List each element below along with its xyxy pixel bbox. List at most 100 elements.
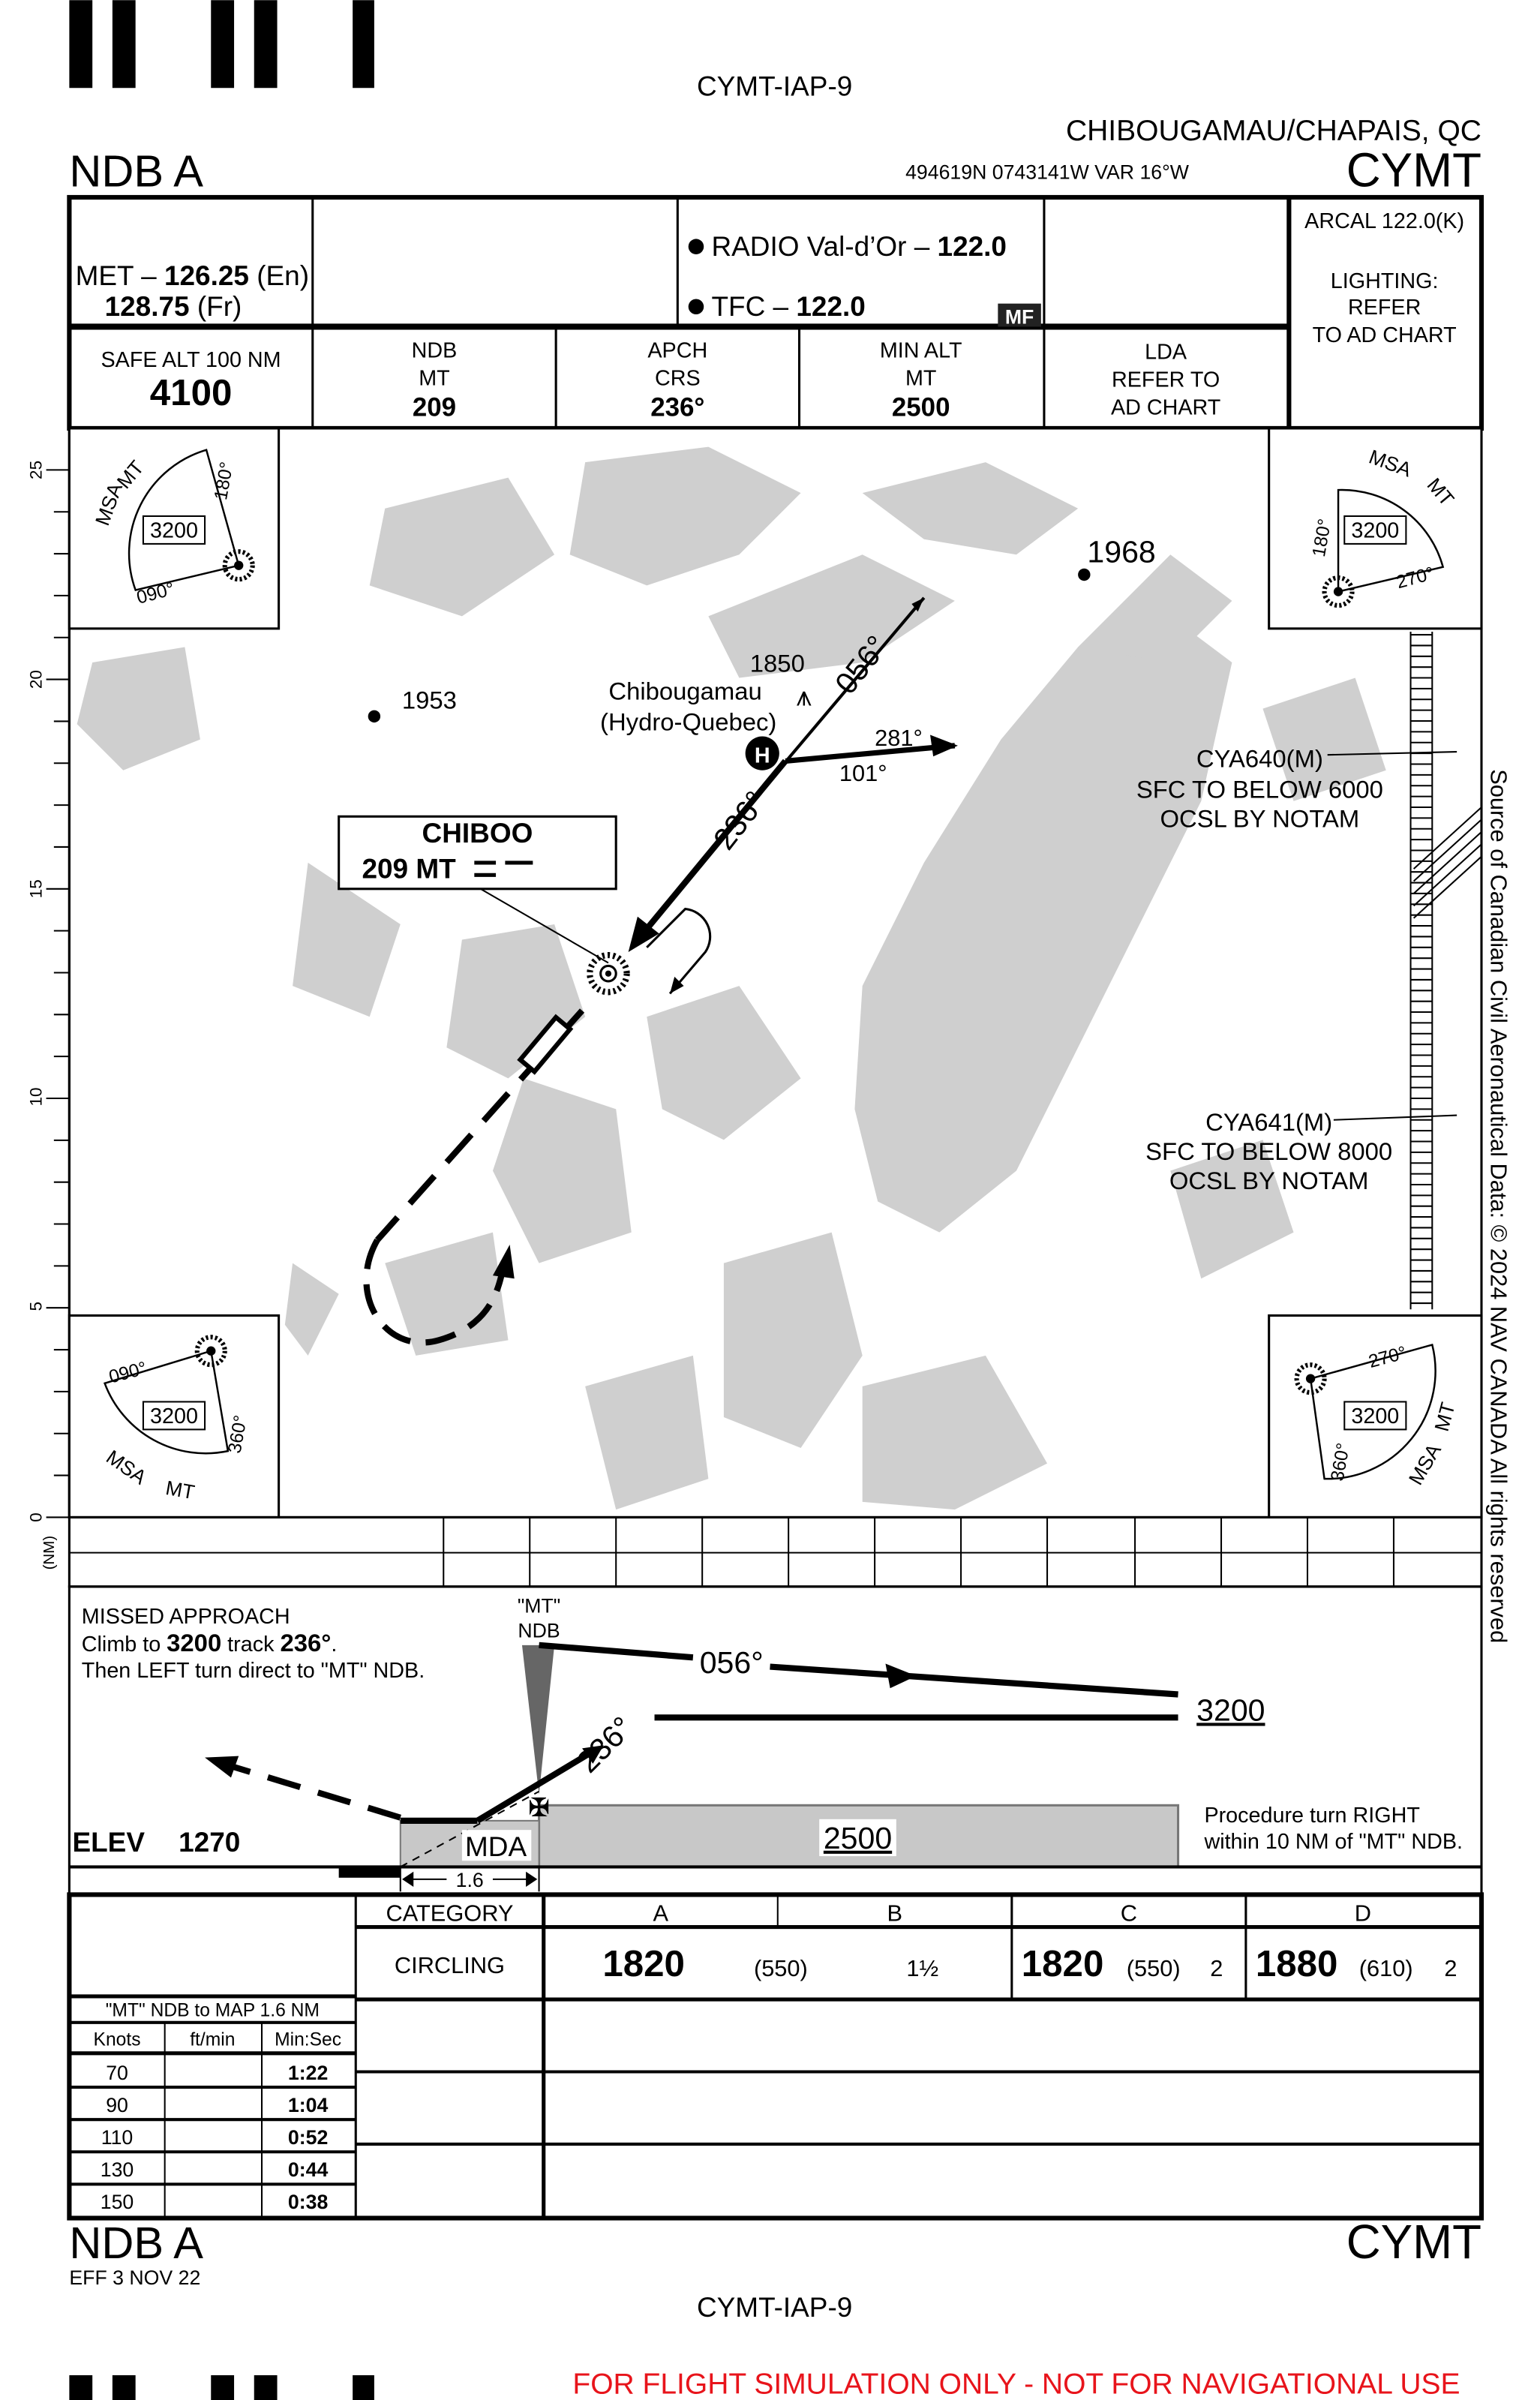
heliport-owner: (Hydro-Quebec) [600, 707, 776, 735]
fix-cross-icon: ✠ [529, 1794, 550, 1822]
scale-25: 25 [26, 461, 45, 479]
heliport-name: Chibougamau [608, 677, 761, 704]
met-frequency: MET – 126.25 (En) [76, 260, 309, 291]
morse-code-icon [474, 861, 533, 877]
spot-height-dot [1078, 568, 1091, 581]
ndb-label-2: MT [419, 366, 450, 390]
procedure-title: NDB A [69, 146, 203, 197]
distance-map: 1.6 [456, 1869, 484, 1891]
spot-height-dot [368, 710, 381, 723]
plan-view: 25 20 15 10 5 0 (NM) 3200 MSA MT 180° 09… [26, 427, 1483, 1569]
ab-hat: (550) [754, 1955, 808, 1981]
profile-view: MISSED APPROACH Climb to 3200 track 236°… [68, 1585, 1483, 1896]
runway-threshold [338, 1867, 401, 1878]
profile-distance-strip [68, 1515, 1483, 1588]
c-altitude: 1820 [1022, 1943, 1104, 1984]
lda-1: LDA [1145, 341, 1187, 365]
mf-badge-label: MF [1005, 305, 1034, 328]
timing-knots: 130 [101, 2158, 134, 2181]
heliport-icon [745, 736, 779, 770]
profile-track-056: 056° [700, 1645, 764, 1680]
msa-altitude: 3200 [1351, 1404, 1399, 1428]
circling-label: CIRCLING [395, 1952, 505, 1978]
registration-bars-top [69, 0, 374, 89]
category-b: B [887, 1900, 903, 1926]
copyright: Source of Canadian Civil Aeronautical Da… [1485, 769, 1511, 1643]
footer-procedure: NDB A [69, 2218, 203, 2268]
category-d: D [1355, 1900, 1371, 1926]
spot-height-1953: 1953 [402, 686, 457, 714]
profile-alt-3200: 3200 [1196, 1693, 1265, 1727]
cya640-note: OCSL BY NOTAM [1160, 805, 1359, 833]
cya640-limits: SFC TO BELOW 6000 [1136, 776, 1383, 804]
ab-altitude: 1820 [602, 1943, 685, 1984]
lda-3: AD CHART [1111, 395, 1220, 419]
minalt-label: MIN ALT [880, 339, 962, 363]
ndb-symbol [222, 549, 255, 582]
timing-time: 1:22 [288, 2062, 328, 2084]
chart-id-top: CYMT-IAP-9 [697, 71, 852, 101]
cya641-limits: SFC TO BELOW 8000 [1145, 1137, 1392, 1165]
timing-title: "MT" NDB to MAP 1.6 NM [106, 2001, 320, 2021]
cya640-name: CYA640(M) [1196, 745, 1323, 773]
timing-time: 1:04 [288, 2094, 329, 2116]
mf-badge [998, 303, 1041, 327]
ndb-symbol [587, 951, 630, 996]
msa-ne: 3200 MSA MT 180° 270° [1268, 427, 1483, 630]
scale-20: 20 [26, 670, 45, 689]
ndb-cone [521, 1645, 555, 1795]
procedure-turn-note-1: Procedure turn RIGHT [1204, 1804, 1419, 1828]
lda-2: REFER TO [1112, 368, 1220, 392]
apch-value: 236° [650, 393, 704, 422]
safe-alt-value: 4100 [150, 372, 233, 413]
timing-time: 0:44 [288, 2158, 329, 2181]
msa-nw: 3200 MSA MT 180° 090° [68, 427, 281, 630]
obstacle-1850: 1850 [750, 649, 805, 677]
msa-mt: MT [164, 1476, 197, 1503]
category-a: A [653, 1900, 668, 1926]
scale-10: 10 [26, 1087, 45, 1106]
spot-height-1968: 1968 [1087, 535, 1155, 569]
tfc-frequency: TFC – 122.0 [711, 291, 865, 322]
track-101: 101° [839, 760, 887, 786]
cya641-name: CYA641(M) [1205, 1108, 1332, 1136]
scale-15: 15 [26, 879, 45, 898]
scale-0: 0 [26, 1512, 45, 1522]
radio-icon [688, 239, 704, 254]
procedure-turn-note-2: within 10 NM of "MT" NDB. [1203, 1830, 1463, 1854]
timing-knots: 90 [106, 2094, 128, 2116]
tfc-icon [688, 299, 704, 315]
missed-approach-turn: Then LEFT turn direct to "MT" NDB. [82, 1659, 425, 1683]
airport-ident: CYMT [1346, 144, 1481, 197]
msa-altitude: 3200 [150, 1404, 198, 1428]
cya641-note: OCSL BY NOTAM [1169, 1167, 1369, 1194]
ab-visibility: 1½ [906, 1955, 938, 1981]
timing-time: 0:52 [288, 2126, 328, 2149]
arcal: ARCAL 122.0(K) [1304, 209, 1464, 233]
briefing-strip: MET – 126.25 (En) 128.75 (Fr) RADIO Val-… [67, 194, 1484, 431]
footer-chart-id: CYMT-IAP-9 [697, 2292, 852, 2323]
timing-table: "MT" NDB to MAP 1.6 NM Knots ft/min Min:… [69, 1994, 356, 2218]
mda-label: MDA [465, 1831, 527, 1862]
scale-5: 5 [26, 1302, 45, 1311]
d-visibility: 2 [1444, 1955, 1457, 1981]
msa-altitude: 3200 [1351, 519, 1399, 543]
ndb-label: NDB [412, 339, 458, 363]
minalt-label-2: MT [905, 366, 937, 390]
obstacle-icon: ⩚ [796, 680, 812, 711]
profile-track-236: 236° [570, 1710, 640, 1780]
ndb-profile-2: NDB [518, 1620, 560, 1642]
msa-se: 3200 MSA MT 270° 360° [1268, 1314, 1483, 1518]
timing-knots: 110 [101, 2126, 134, 2149]
profile-min-alt: 2500 [824, 1821, 892, 1855]
safe-alt-label: SAFE ALT 100 NM [101, 348, 281, 372]
lighting-1: LIGHTING: [1331, 269, 1439, 293]
lighting-2: REFER [1348, 296, 1421, 320]
ndb-frequency: 209 MT [362, 853, 456, 884]
timing-time: 0:38 [288, 2191, 329, 2213]
timing-header-fpm: ft/min [190, 2030, 235, 2050]
location: CHIBOUGAMAU/CHAPAIS, QC [1066, 115, 1481, 147]
effective-date: EFF 3 NOV 22 [69, 2266, 200, 2289]
